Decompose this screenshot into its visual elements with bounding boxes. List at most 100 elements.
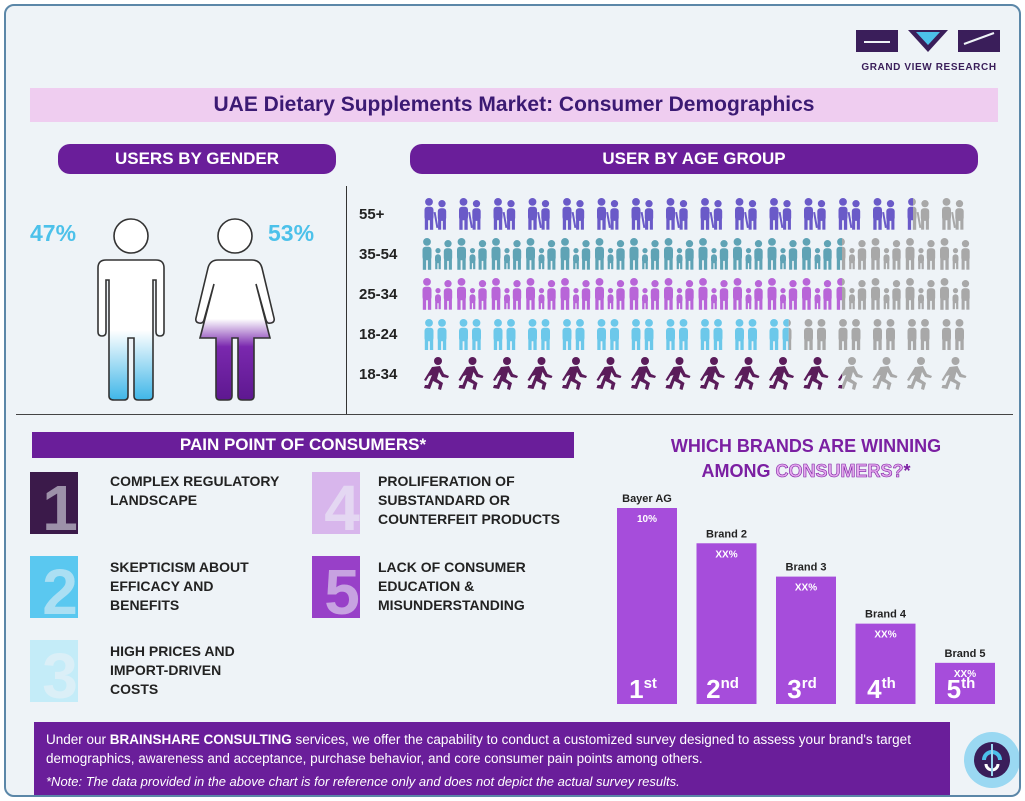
bar-value-label: XX% xyxy=(715,549,737,560)
bar-3 xyxy=(855,623,916,704)
elderly-icon xyxy=(735,198,757,230)
pain-point-line: MISUNDERSTANDING xyxy=(378,597,525,613)
elderly-icon xyxy=(597,198,619,230)
pain-point-line: COUNTERFEIT PRODUCTS xyxy=(378,511,560,527)
pain-point-line: COSTS xyxy=(110,681,159,697)
family-icon xyxy=(905,238,936,270)
elderly-icon xyxy=(528,198,550,230)
svg-text:4: 4 xyxy=(324,472,360,534)
family-icon xyxy=(560,238,591,270)
family-icon xyxy=(940,238,970,270)
runner-icon xyxy=(631,357,656,390)
pain-point-line: PROLIFERATION OF xyxy=(378,473,515,489)
elderly-icon xyxy=(631,198,654,230)
runner-icon xyxy=(734,357,760,390)
pain-point-line: HIGH PRICES AND xyxy=(110,643,235,659)
svg-text:3: 3 xyxy=(42,640,78,702)
family-icon xyxy=(905,278,936,310)
section-divider-horizontal xyxy=(16,414,1013,415)
family-icon xyxy=(836,238,842,270)
brands-title-line2: AMONG CONSUMERS?* xyxy=(646,459,966,484)
couple-icon xyxy=(788,319,792,350)
runner-icon xyxy=(527,357,553,390)
couple-icon xyxy=(873,319,895,350)
pain-point-line: EDUCATION & xyxy=(378,578,475,594)
bar-0 xyxy=(617,508,677,704)
footer-banner: Under our BRAINSHARE CONSULTING services… xyxy=(34,722,950,795)
svg-text:2: 2 xyxy=(42,556,78,618)
brands-title-line1: WHICH BRANDS ARE WINNING xyxy=(670,436,942,456)
footer-text-c: services, we offer the capability to con… xyxy=(46,732,911,766)
svg-text:5: 5 xyxy=(324,556,360,618)
age-label-0: 55+ xyxy=(359,206,385,223)
elderly-icon xyxy=(907,198,913,230)
family-icon xyxy=(802,238,832,270)
family-icon xyxy=(802,278,832,310)
age-label-2: 25-34 xyxy=(359,286,398,303)
family-icon xyxy=(842,238,867,270)
gender-header: USERS BY GENDER xyxy=(58,144,336,174)
family-icon xyxy=(629,278,660,310)
bar-value-label: XX% xyxy=(954,669,976,680)
brands-title-asterisk: * xyxy=(903,461,911,481)
female-figure-icon xyxy=(195,218,275,401)
runner-icon xyxy=(493,357,518,390)
infographic-frame: GRAND VIEW RESEARCH UAE Dietary Suppleme… xyxy=(4,4,1021,797)
elderly-icon xyxy=(493,198,516,230)
age-header: USER BY AGE GROUP xyxy=(410,144,978,174)
pain-number-5: 5 xyxy=(312,556,360,618)
runner-icon xyxy=(458,357,484,390)
family-icon xyxy=(491,238,522,270)
age-label-4: 18-34 xyxy=(359,366,398,383)
family-icon xyxy=(457,278,487,310)
family-icon xyxy=(422,278,453,310)
bar-category-label: Brand 3 xyxy=(786,562,827,574)
female-percentage: 53% xyxy=(268,220,315,246)
logo-text: GRAND VIEW RESEARCH xyxy=(861,62,997,73)
family-icon xyxy=(940,278,970,310)
runner-icon xyxy=(424,357,449,390)
footer-note: *Note: The data provided in the above ch… xyxy=(46,774,680,789)
family-icon xyxy=(767,278,798,310)
family-icon xyxy=(560,278,591,310)
family-icon xyxy=(526,278,556,310)
pain-number-3: 3 xyxy=(30,640,78,702)
bar-value-label: XX% xyxy=(795,583,817,594)
family-icon xyxy=(457,238,487,270)
family-icon xyxy=(733,278,763,310)
family-icon xyxy=(629,238,660,270)
couple-icon xyxy=(907,319,930,350)
pain-point-line: IMPORT-DRIVEN xyxy=(110,662,222,678)
couple-icon xyxy=(597,319,619,350)
bar-category-label: Brand 4 xyxy=(865,609,907,621)
gender-header-label: USERS BY GENDER xyxy=(114,149,280,168)
bar-category-label: Brand 5 xyxy=(945,648,986,660)
family-icon xyxy=(526,238,556,270)
family-icon xyxy=(422,238,453,270)
couple-icon xyxy=(528,319,550,350)
elderly-icon xyxy=(459,198,481,230)
section-divider-vertical xyxy=(346,186,347,414)
elderly-icon xyxy=(700,198,723,230)
runner-icon xyxy=(665,357,691,390)
elderly-icon xyxy=(424,198,447,230)
couple-icon xyxy=(769,319,789,350)
pain-number-4: 4 xyxy=(312,472,360,534)
couple-icon xyxy=(562,319,585,350)
bar-1 xyxy=(696,543,757,704)
bar-2 xyxy=(776,576,836,704)
couple-icon xyxy=(838,319,861,350)
runner-icon xyxy=(769,357,794,390)
footer-brainshare: BRAINSHARE CONSULTING xyxy=(109,732,292,747)
pain-point-3: HIGH PRICES AND IMPORT-DRIVEN COSTS xyxy=(110,642,310,699)
bar-category-label: Brand 2 xyxy=(706,528,747,540)
family-icon xyxy=(595,278,625,310)
pain-point-line: SKEPTICISM ABOUT xyxy=(110,559,249,575)
couple-icon xyxy=(700,319,723,350)
family-icon xyxy=(491,278,522,310)
pain-point-line: COMPLEX REGULATORY xyxy=(110,473,280,489)
